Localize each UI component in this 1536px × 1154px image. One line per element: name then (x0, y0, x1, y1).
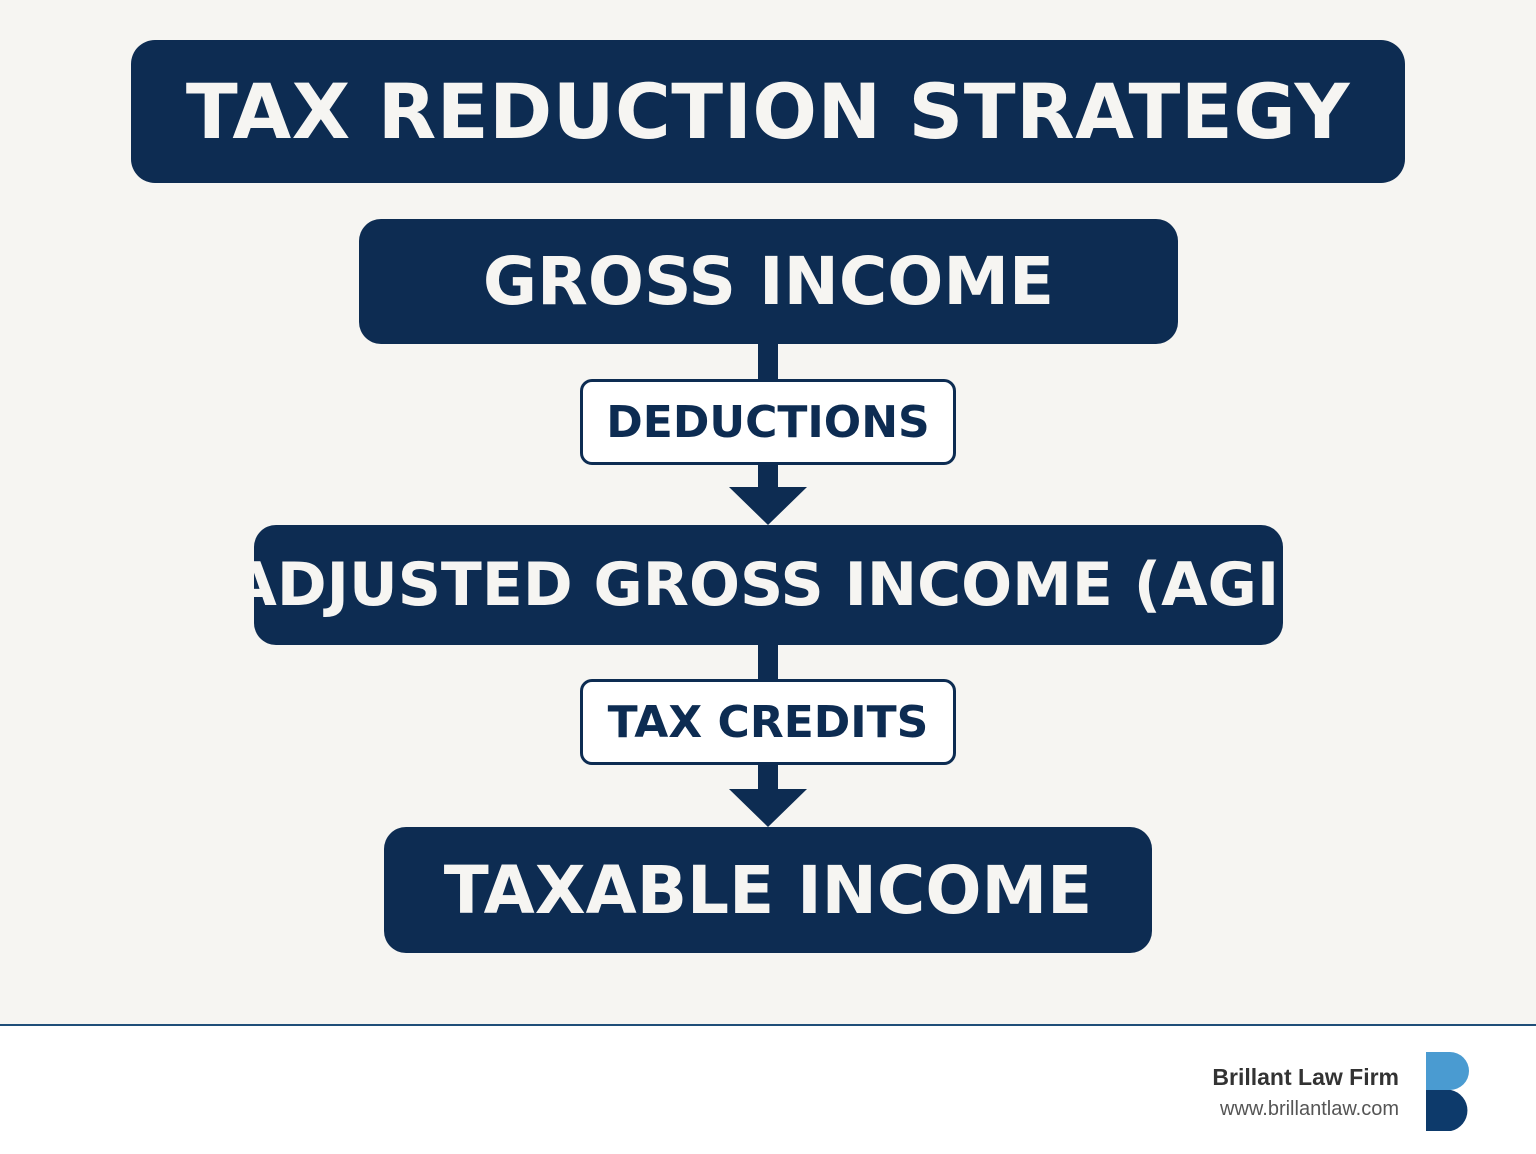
brand-name: Brillant Law Firm (1212, 1064, 1399, 1090)
brand-url: www.brillantlaw.com (1220, 1098, 1399, 1120)
brillant-b-logo-icon (1426, 1052, 1469, 1131)
agi-label: ADJUSTED GROSS INCOME (AGI) (230, 550, 1307, 620)
deductions-label: DEDUCTIONS (606, 396, 930, 448)
taxable-income-label: TAXABLE INCOME (443, 851, 1093, 929)
diagram-title: TAX REDUCTION STRATEGY (131, 40, 1405, 183)
arrow-down-icon (729, 487, 807, 525)
tax-credits-step: TAX CREDITS (580, 679, 956, 765)
agi-node: ADJUSTED GROSS INCOME (AGI) (230, 525, 1307, 645)
gross-income-node: GROSS INCOME (359, 219, 1178, 344)
footer (0, 1026, 1536, 1154)
arrow-down-icon (729, 789, 807, 827)
connector-gross-to-deductions (758, 344, 778, 380)
footer-divider (0, 1024, 1536, 1026)
gross-income-label: GROSS INCOME (482, 243, 1055, 320)
deductions-step: DEDUCTIONS (580, 379, 956, 465)
connector-credits-to-taxable (758, 765, 778, 791)
diagram-title-text: TAX REDUCTION STRATEGY (185, 67, 1351, 156)
connector-agi-to-credits (758, 644, 778, 680)
diagram-canvas: TAX REDUCTION STRATEGY GROSS INCOME DEDU… (131, 40, 1405, 953)
tax-credits-label: TAX CREDITS (607, 696, 929, 748)
taxable-income-node: TAXABLE INCOME (384, 827, 1152, 953)
connector-deductions-to-agi (758, 465, 778, 489)
